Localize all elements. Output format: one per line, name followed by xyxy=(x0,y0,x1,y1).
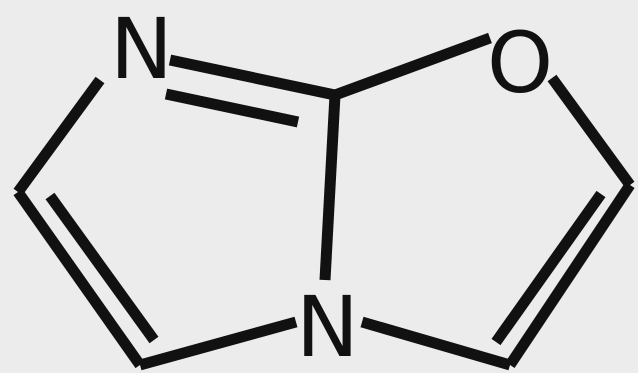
bond-c-c-left-inner xyxy=(45,192,159,344)
bond-n-bridge-c-left xyxy=(138,316,298,371)
bond-c-c-right-outer xyxy=(505,181,635,369)
atom-label-o: O xyxy=(487,14,553,112)
bond-c-c-right-inner xyxy=(491,190,606,346)
bond-n-c-double-outer xyxy=(168,54,337,101)
bond-c-n-bridge-right xyxy=(360,316,512,371)
atom-label-n-bridge: N xyxy=(296,278,359,373)
bond-o-c xyxy=(547,74,635,189)
bond-c-n-bridge-vertical xyxy=(319,94,341,281)
bond-c-o xyxy=(333,32,492,101)
bond-c-n-imine xyxy=(13,76,105,196)
atom-label-n-imine: N xyxy=(110,0,173,98)
bond-c-c-left-outer xyxy=(13,188,145,369)
bond-n-c-double-inner xyxy=(164,88,300,128)
